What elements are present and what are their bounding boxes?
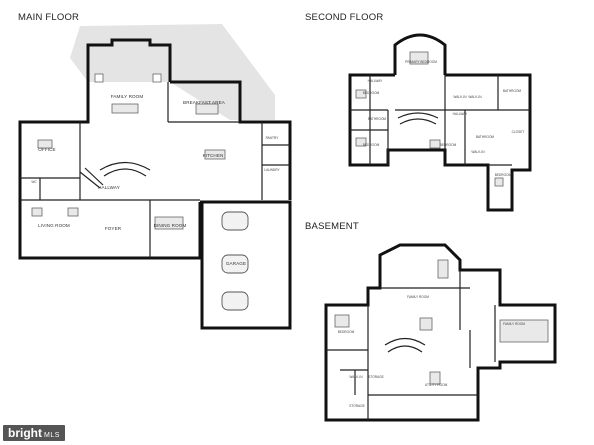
family-room-bay-wall xyxy=(86,38,172,82)
room-label-bedroom-3: BEDROOM xyxy=(440,143,457,147)
basement-outer-wall xyxy=(324,243,557,422)
basement-title: BASEMENT xyxy=(305,221,359,232)
logo-text: bright xyxy=(8,426,42,440)
room-label-living-room: LIVING ROOM xyxy=(38,223,70,228)
basement-curved-stair xyxy=(384,337,426,353)
second-floor-title: SECOND FLOOR xyxy=(305,12,383,23)
second-floor-plan: SECOND FLOOR PRIMARY BEDROOM BEDROOM BED… xyxy=(305,12,532,212)
room-label-bathroom-3: BATHROOM xyxy=(476,135,495,139)
family-room-chair-2 xyxy=(152,73,162,83)
room-label-bedroom-4: BEDROOM xyxy=(495,173,512,177)
garage-car-2 xyxy=(221,254,249,274)
main-curved-stair xyxy=(99,161,151,177)
main-interior-walls xyxy=(20,82,290,258)
family-room-sofa xyxy=(111,103,139,114)
room-label-hallway: HALLWAY xyxy=(98,185,120,190)
family-room-chair-1 xyxy=(94,73,104,83)
main-west-wall xyxy=(18,82,202,260)
room-label-utility-room: UTILITY ROOM xyxy=(425,383,448,387)
room-label-laundry: LAUNDRY xyxy=(264,168,280,172)
room-label-walk-in-3: WALK-IN xyxy=(471,150,485,154)
office-desk xyxy=(37,139,53,149)
main-deck xyxy=(70,24,275,120)
primary-bed xyxy=(409,51,429,65)
room-label-hallway-2: HALLWAY xyxy=(453,112,469,116)
room-label-breakfast-area: BREAKFAST AREA xyxy=(183,100,226,105)
room-label-garage: GARAGE xyxy=(226,261,246,266)
main-stair-2 xyxy=(79,167,104,189)
garage-wall xyxy=(200,200,292,330)
bedroom-4-bed xyxy=(494,177,504,187)
room-label-closet: CLOSET xyxy=(512,130,525,134)
room-label-hallway-1: HALLWAY xyxy=(368,79,384,83)
basement-interior-walls xyxy=(326,270,496,420)
garage-car-1 xyxy=(221,211,249,231)
bedroom-2-bed xyxy=(355,137,367,147)
living-chair-1 xyxy=(31,207,43,217)
room-label-kitchen: KITCHEN xyxy=(203,153,224,158)
main-floor-title: MAIN FLOOR xyxy=(18,12,79,23)
room-label-wc: WC xyxy=(31,180,37,184)
utility-tank xyxy=(429,371,441,385)
room-label-walk-in: WALK-IN xyxy=(349,375,363,379)
primary-bay-wall xyxy=(393,33,447,75)
second-curved-stair xyxy=(397,112,439,125)
room-label-storage-1: STORAGE xyxy=(349,404,365,408)
room-label-dining-room: DINING ROOM xyxy=(154,223,187,228)
second-interior-walls xyxy=(350,75,530,166)
basement-bed xyxy=(334,314,350,328)
basement-sofa xyxy=(437,259,449,279)
living-chair-2 xyxy=(67,207,79,217)
room-label-primary-bedroom: PRIMARY BEDROOM xyxy=(405,60,437,64)
breakfast-table xyxy=(195,103,219,115)
room-label-basement-family-room-1: FAMILY ROOM xyxy=(407,295,429,299)
bedroom-1-bed xyxy=(355,89,367,99)
room-label-foyer: FOYER xyxy=(105,226,122,231)
room-label-bedroom-1: BEDROOM xyxy=(363,91,380,95)
bedroom-3-bed xyxy=(429,139,441,149)
basement-plan: BASEMENT FAMILY ROOM FAMILY ROOM BEDROOM… xyxy=(305,221,557,422)
room-label-basement-family-room-2: FAMILY ROOM xyxy=(503,322,525,326)
basement-game-table xyxy=(419,317,433,331)
room-label-office: OFFICE xyxy=(38,147,55,152)
dining-table xyxy=(154,216,184,230)
room-label-walk-in-2: WALK-IN xyxy=(468,95,482,99)
kitchen-island xyxy=(204,149,226,160)
room-label-family-room: FAMILY ROOM xyxy=(111,94,144,99)
room-label-bathroom-1: BATHROOM xyxy=(503,89,522,93)
room-label-storage-2: STORAGE xyxy=(368,375,384,379)
main-floor-plan: MAIN FLOOR FAMILY ROOM BREAKFAST AREA OF… xyxy=(18,12,292,330)
garage-car-3 xyxy=(221,291,249,311)
basement-pool-table xyxy=(499,319,549,343)
room-label-bedroom-2: BEDROOM xyxy=(363,143,380,147)
room-label-basement-bedroom: BEDROOM xyxy=(338,330,355,334)
room-label-pantry: PANTRY xyxy=(266,136,280,140)
room-label-walk-in-1: WALK-IN xyxy=(453,95,467,99)
room-label-bathroom-2: BATHROOM xyxy=(368,117,387,121)
logo-suffix: MLS xyxy=(44,432,60,439)
